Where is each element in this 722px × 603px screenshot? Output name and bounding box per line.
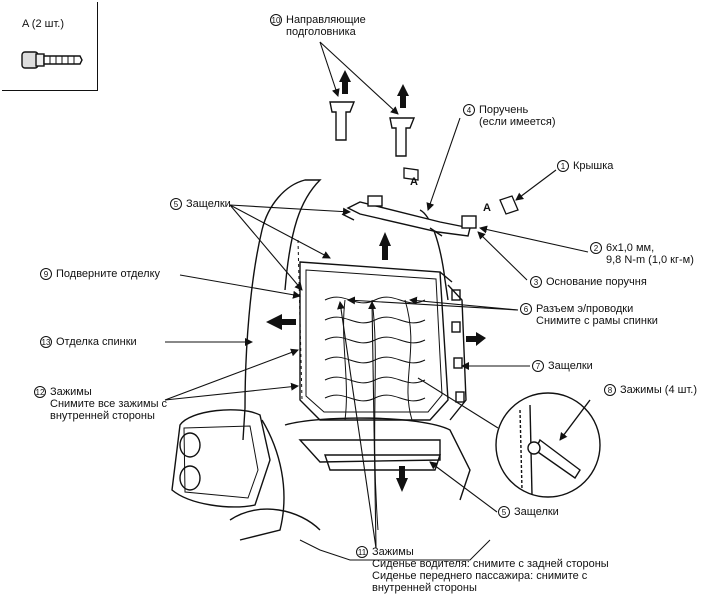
headrest-guide-icon [329,101,416,157]
bolt-icon [21,51,83,69]
seat-back-frame [242,179,467,531]
inset-title: A (2 шт.) [22,18,64,30]
bolt-inset-box [2,2,98,91]
marker-a-right: A [483,202,491,214]
movement-arrows [266,70,486,492]
leader-lines [164,41,589,549]
clip-dashed-line [297,239,303,401]
clip-detail-magnifier [495,392,601,498]
armrest-bar [341,195,477,237]
marker-a-left: A [410,176,418,188]
cover-part [403,167,519,215]
seat-cushion [171,409,491,561]
